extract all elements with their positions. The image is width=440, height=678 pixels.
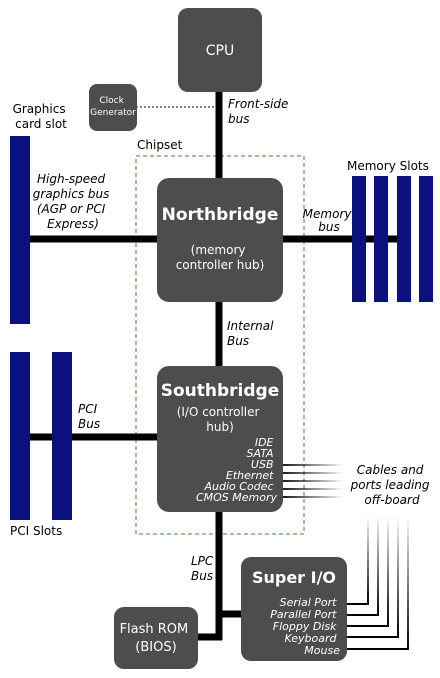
clock-generator-box — [89, 84, 137, 131]
memory-slot-3 — [397, 176, 411, 302]
pci-bus-label: PCI Bus — [78, 402, 101, 431]
southbridge-cables — [276, 464, 344, 498]
northbridge-title: Northbridge — [162, 205, 279, 225]
southbridge-box — [157, 366, 283, 512]
southbridge-ports: IDE SATA USB Ethernet Audio Codec CMOS M… — [196, 436, 278, 504]
graphics-bus-label: High-speed graphics bus (AGP or PCI Expr… — [33, 172, 113, 231]
graphics-card-slot — [10, 136, 30, 324]
cpu-box — [178, 8, 262, 92]
superio-cables-up — [367, 515, 409, 650]
southbridge-subtitle: (I/O controller hub) — [177, 405, 264, 434]
memory-bus-label: Memory bus — [303, 207, 356, 234]
cpu-label: CPU — [206, 43, 234, 59]
cables-label: Cables and ports leading off-board — [350, 463, 434, 507]
chipset-label: Chipset — [137, 138, 183, 152]
flash-rom-label: Flash ROM (BIOS) — [120, 622, 193, 655]
memory-slot-4 — [419, 176, 433, 302]
pci-slots-label: PCI Slots — [10, 524, 62, 538]
northbridge-box — [157, 178, 283, 302]
super-io-ports: Serial Port Parallel Port Floppy Disk Ke… — [270, 596, 340, 657]
lpc-bus-label: LPC Bus — [191, 554, 217, 583]
southbridge-title: Southbridge — [161, 381, 280, 401]
super-io-title: Super I/O — [252, 568, 336, 587]
pci-slot-1 — [10, 352, 30, 520]
graphics-slot-label: Graphics card slot — [13, 102, 70, 131]
memory-slot-2 — [374, 176, 388, 302]
internal-bus-label: Internal Bus — [227, 319, 277, 348]
clock-label: Clock Generator — [90, 96, 136, 118]
super-io-box — [241, 557, 347, 661]
memory-slot-1 — [352, 176, 366, 302]
memory-slots-label: Memory Slots — [347, 159, 429, 173]
flash-rom-box — [114, 607, 198, 669]
pci-slot-2 — [52, 352, 72, 520]
front-side-bus-label: Front-side bus — [228, 97, 292, 126]
northbridge-subtitle: (memory controller hub) — [176, 243, 265, 272]
